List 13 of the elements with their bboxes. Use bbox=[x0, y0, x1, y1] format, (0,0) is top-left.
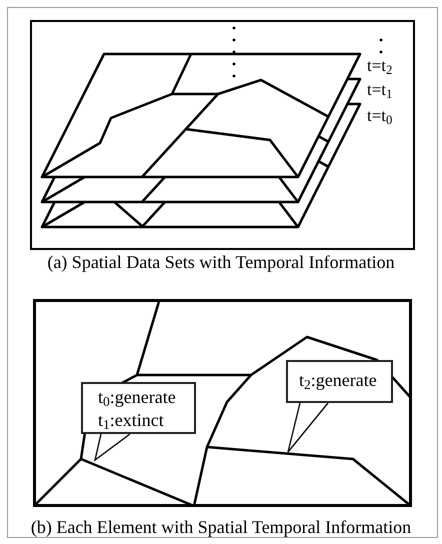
panel-caption: (b) Each Element with Spatial Temporal Information bbox=[30, 516, 412, 538]
callout-text: t$_{0}$:generate bbox=[98, 386, 176, 409]
callout-box bbox=[81, 382, 196, 434]
callout-text: t$_{2}$:generate bbox=[299, 369, 377, 392]
figure-panel bbox=[33, 299, 412, 507]
figure-panel bbox=[30, 20, 415, 250]
callout-pointer bbox=[94, 433, 130, 462]
callout-text: t$_{1}$:extinct bbox=[98, 409, 164, 432]
time-label: t=t$_{1}$ bbox=[367, 80, 392, 100]
time-label: t=t$_{2}$ bbox=[367, 56, 392, 76]
callout-box bbox=[286, 360, 393, 403]
time-label: t=t$_{0}$ bbox=[367, 106, 392, 126]
panel-caption: (a) Spatial Data Sets with Temporal Information bbox=[47, 251, 395, 273]
